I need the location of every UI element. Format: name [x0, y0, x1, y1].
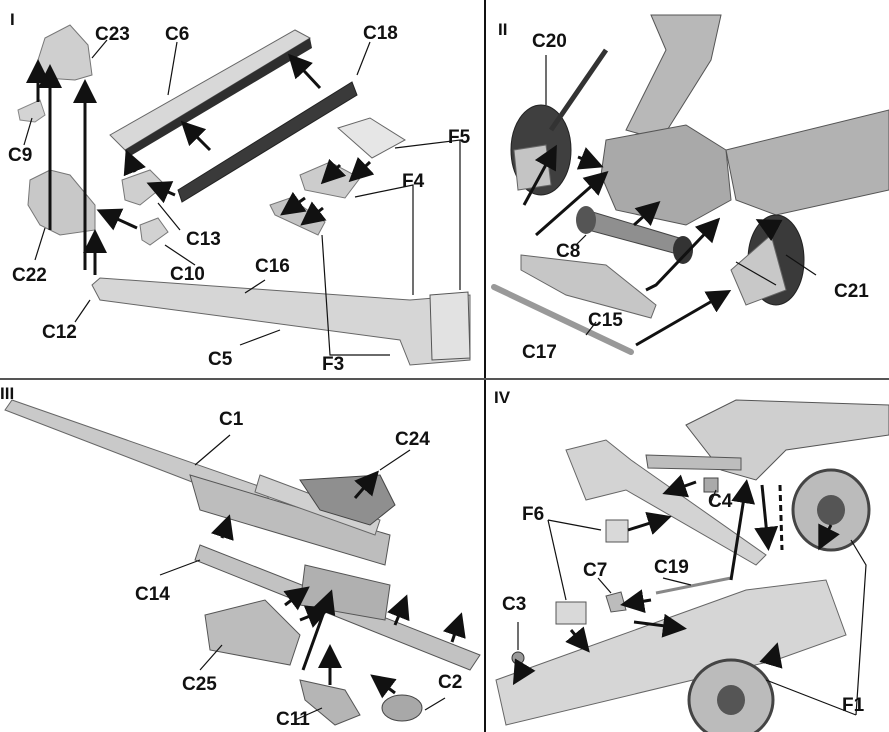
- label-c16: C16: [255, 256, 290, 277]
- part-c11: [299, 679, 361, 726]
- horizontal-divider: [0, 378, 889, 380]
- part-c3: [511, 651, 525, 665]
- part-c23: [37, 24, 93, 81]
- label-c4: C4: [708, 491, 733, 512]
- label-c5: C5: [208, 349, 233, 370]
- part-c15: [520, 254, 657, 319]
- label-c13: C13: [186, 229, 221, 250]
- part-lower-trail: [495, 579, 847, 726]
- part-c9: [17, 99, 46, 123]
- label-c25: C25: [182, 674, 217, 695]
- step-panel-1: I: [0, 0, 484, 378]
- part-c18: [177, 81, 358, 203]
- step-3-illustration: [4, 399, 481, 726]
- part-f4: [299, 161, 361, 199]
- label-c8: C8: [556, 241, 581, 262]
- part-c19: [655, 576, 732, 595]
- step-number: IV: [494, 388, 511, 407]
- label-c21: C21: [834, 281, 869, 302]
- label-c23: C23: [95, 24, 130, 45]
- step-panel-3: III: [0, 380, 484, 732]
- label-c10: C10: [170, 264, 205, 285]
- label-c9: C9: [8, 145, 33, 166]
- label-f1: F1: [842, 695, 865, 716]
- step-2-illustration: [491, 14, 889, 355]
- vertical-divider-bottom: [484, 380, 486, 732]
- label-c20: C20: [532, 31, 567, 52]
- label-c12: C12: [42, 322, 77, 343]
- step-number: II: [498, 20, 508, 39]
- vertical-divider-top: [484, 0, 486, 378]
- label-c18: C18: [363, 23, 398, 44]
- label-c7: C7: [583, 560, 608, 581]
- label-f4: F4: [402, 171, 425, 192]
- step-panel-2: II: [486, 0, 889, 378]
- part-c7: [605, 591, 627, 613]
- part-c10: [139, 217, 169, 246]
- label-f5: F5: [448, 127, 471, 148]
- part-f5-spade: [429, 291, 471, 361]
- label-f3: F3: [322, 354, 345, 375]
- step-panel-4: IV: [486, 380, 889, 732]
- part-f6-box-b: [555, 601, 587, 625]
- step-1-illustration: [17, 24, 471, 366]
- part-f6-box-a: [605, 519, 629, 543]
- step-4-illustration: [495, 399, 889, 732]
- part-f5-grate: [337, 117, 406, 159]
- label-c2: C2: [438, 672, 463, 693]
- label-c3: C3: [502, 594, 527, 615]
- step-number: III: [0, 384, 15, 403]
- label-c24: C24: [395, 429, 430, 450]
- label-c6: C6: [165, 24, 190, 45]
- label-f6: F6: [522, 504, 545, 525]
- part-c4: [703, 477, 719, 493]
- part-right-trail: [725, 109, 889, 216]
- label-c15: C15: [588, 310, 623, 331]
- part-c25: [204, 599, 301, 666]
- label-c22: C22: [12, 265, 47, 286]
- part-c16-trail: [91, 277, 471, 366]
- part-c2: [381, 694, 423, 722]
- label-c17: C17: [522, 342, 557, 363]
- label-c14: C14: [135, 584, 170, 605]
- part-cradle-base: [600, 124, 732, 226]
- label-c19: C19: [654, 557, 689, 578]
- label-c1: C1: [219, 409, 244, 430]
- part-upper-trail: [565, 439, 767, 566]
- part-upper-trail: [625, 14, 722, 141]
- step-number: I: [10, 10, 15, 29]
- label-c11: C11: [276, 709, 310, 730]
- part-c17: [491, 284, 634, 355]
